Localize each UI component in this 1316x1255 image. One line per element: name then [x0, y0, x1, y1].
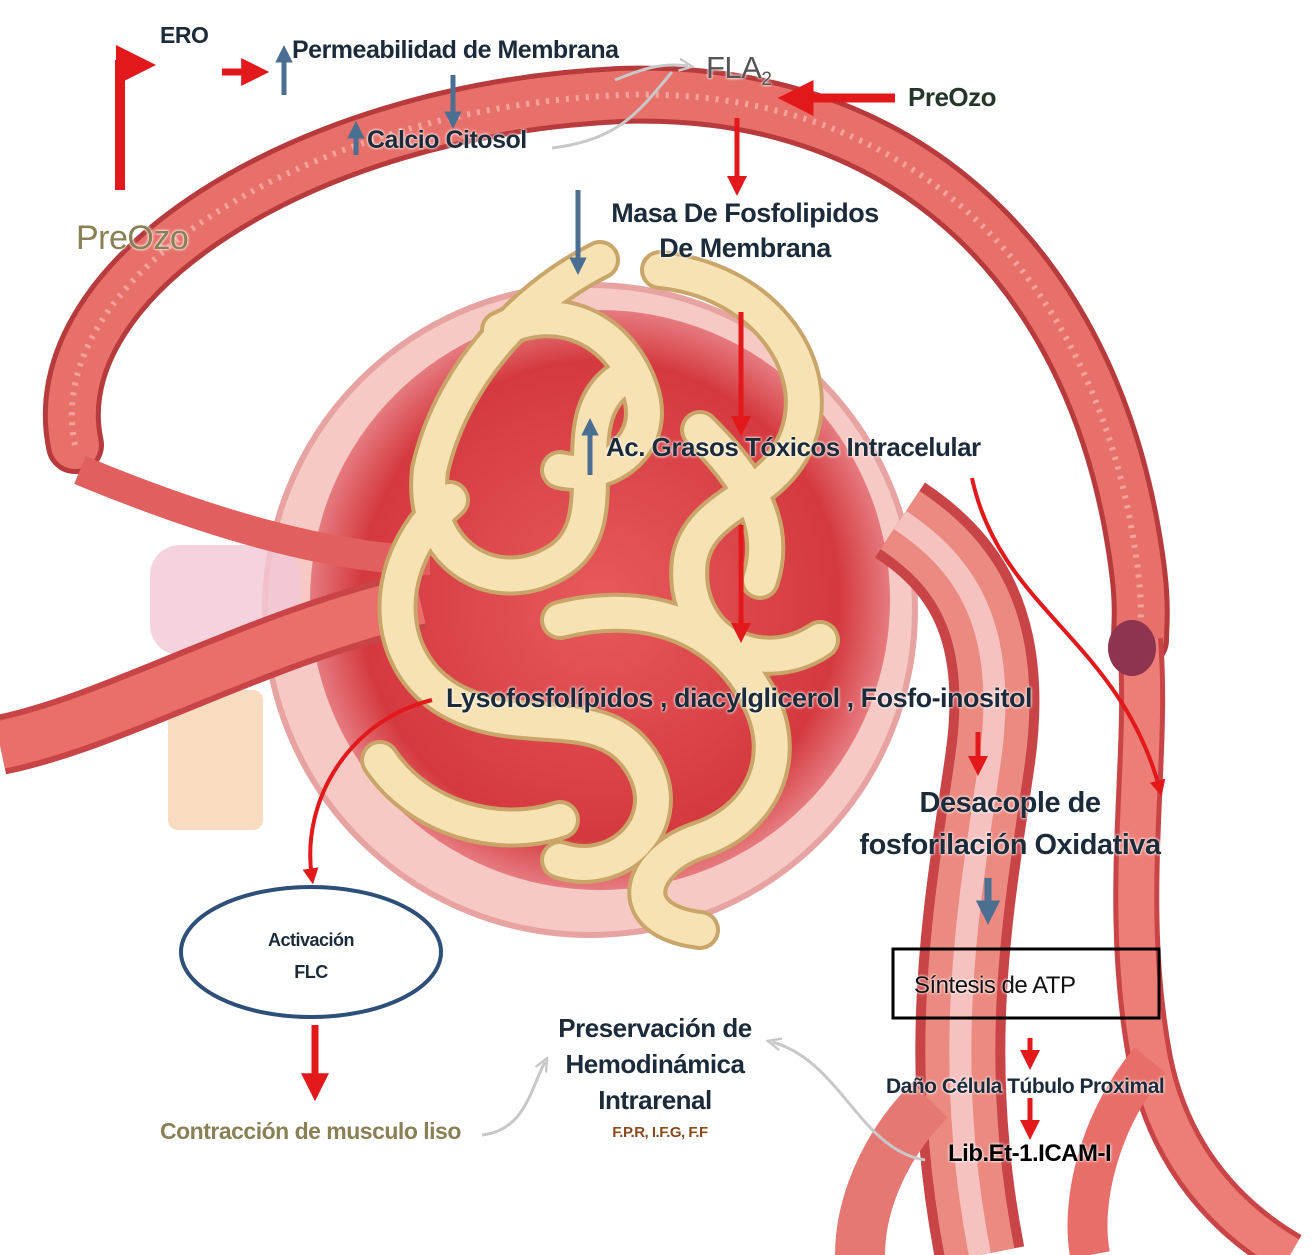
preozo-left-label: PreOzo	[76, 219, 188, 258]
lib-label: Lib.Et-1.ICAM-I	[948, 1140, 1111, 1168]
preservacion-sub-label: F.P.R, I.F.G, F.F	[570, 1124, 750, 1141]
preservacion-line2: Hemodinámica	[540, 1046, 770, 1082]
masa-line2: De Membrana	[590, 231, 900, 266]
desacople-line2: fosforilación Oxidativa	[845, 824, 1175, 866]
preservacion-line1: Preservación de	[540, 1010, 770, 1046]
desacople-label: Desacople de fosforilación Oxidativa	[845, 782, 1175, 866]
contraccion-label: Contracción de musculo liso	[160, 1118, 461, 1145]
dano-label: Daño Célula Túbulo Proximal	[886, 1075, 1164, 1099]
fla2-label: FLA2	[706, 50, 771, 91]
lyso-label: Lysofosfolípidos , diacylglicerol , Fosf…	[446, 683, 1032, 714]
ero-label: ERO	[160, 22, 208, 49]
acidos-label: Ac. Grasos Tóxicos Intracelular	[606, 432, 981, 463]
activacion-label: Activación FLC	[241, 924, 381, 988]
curved-arrow-icon	[482, 1062, 545, 1135]
preozo-right-label: PreOzo	[908, 82, 996, 113]
permeabilidad-label: Permeabilidad de Membrana	[292, 36, 619, 65]
preservacion-label: Preservación de Hemodinámica Intrarenal	[540, 1010, 770, 1118]
calcio-label: Calcio Citosol	[367, 126, 527, 155]
desacople-line1: Desacople de	[845, 782, 1175, 824]
masa-line1: Masa De Fosfolipidos	[590, 196, 900, 231]
activacion-line2: FLC	[241, 956, 381, 988]
fla2-main: FLA	[706, 50, 761, 85]
fla2-subscript: 2	[761, 69, 771, 90]
activacion-line1: Activación	[241, 924, 381, 956]
preservacion-line3: Intrarenal	[540, 1082, 770, 1118]
masa-label: Masa De Fosfolipidos De Membrana	[590, 196, 900, 266]
red-arrow-icon	[120, 65, 140, 190]
atp-label: Síntesis de ATP	[914, 972, 1075, 1000]
